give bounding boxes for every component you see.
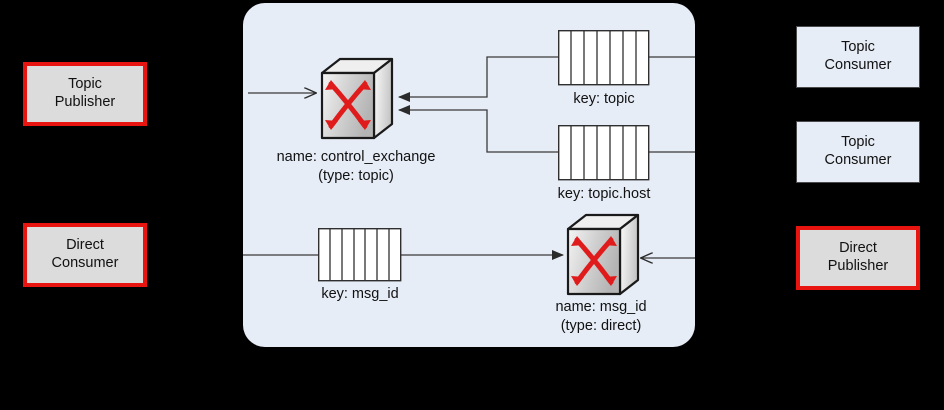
queue-msg-id-shape [317,227,402,282]
topic-consumer-1-label-line2: Consumer [824,57,892,73]
topic-publisher-box[interactable]: Topic Publisher [23,62,147,126]
edge-queue-topic-to-control-exchange [398,56,558,102]
direct-publisher-label-line1: Direct [839,240,877,257]
edge-queue-topic-host-to-control-exchange [398,105,558,153]
queue-topic[interactable] [557,29,650,91]
topic-consumer-2-label-line1: Topic [841,134,875,151]
msg-id-exchange-label-line2: (type: direct) [560,318,642,334]
control-exchange[interactable] [314,56,396,149]
msg-id-exchange[interactable] [560,212,642,305]
queue-topic-host[interactable] [557,124,650,186]
queue-topic-shape [557,29,650,86]
direct-consumer-label-line2: Consumer [51,255,119,271]
topic-consumer-2-box[interactable]: Topic Consumer [796,121,920,183]
msg-id-exchange-label-line1: name: msg_id [555,299,647,315]
direct-publisher-box[interactable]: Direct Publisher [796,226,920,290]
direct-consumer-label-line1: Direct [66,237,104,254]
control-exchange-label-line2: (type: topic) [318,168,394,184]
queue-msg-id-label: key: msg_id [321,286,399,302]
topic-publisher-label-line1: Topic [68,76,102,93]
topic-consumer-1-label-line1: Topic [841,39,875,56]
direct-publisher-label-line2: Publisher [827,258,889,274]
exchange-icon [320,57,394,140]
control-exchange-label-line1: name: control_exchange [276,149,436,165]
queue-topic-label: key: topic [573,91,635,107]
queue-topic-host-shape [557,124,650,181]
direct-consumer-box[interactable]: Direct Consumer [23,223,147,287]
topic-consumer-1-box[interactable]: Topic Consumer [796,26,920,88]
topic-consumer-2-label-line2: Consumer [824,152,892,168]
queue-msg-id[interactable] [317,227,402,287]
exchange-icon [566,213,640,296]
queue-topic-host-label: key: topic.host [557,186,651,202]
topic-publisher-label-line2: Publisher [54,94,116,110]
